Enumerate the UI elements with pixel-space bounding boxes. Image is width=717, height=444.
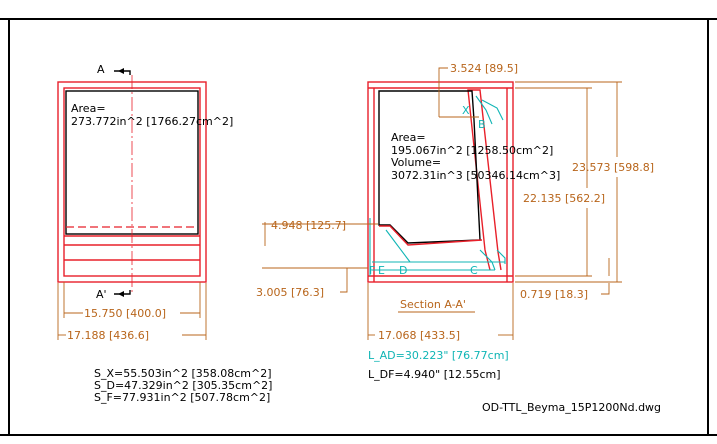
dim-outer-height: 23.573 [598.8] — [572, 161, 654, 174]
area-s-x: S_X=55.503in^2 [358.08cm^2] — [94, 367, 272, 380]
section-area-value: 195.067in^2 [1258.50cm^2] — [391, 144, 553, 157]
label-d: D — [399, 264, 407, 277]
label-f: F — [369, 264, 375, 277]
label-b: B — [478, 118, 486, 131]
dim-top: 3.524 [89.5] — [450, 62, 518, 75]
file-name: OD-TTL_Beyma_15P1200Nd.dwg — [482, 401, 661, 414]
front-area-value: 273.772in^2 [1766.27cm^2] — [71, 115, 233, 128]
label-x: X — [462, 104, 470, 117]
section-mark-bottom: A' — [96, 288, 107, 301]
section-dimensions — [262, 67, 622, 340]
dim-section-width: 17.068 [433.5] — [378, 329, 460, 342]
section-volume-value: 3072.31in^3 [50346.14cm^3] — [391, 169, 560, 182]
drawing-frame — [0, 18, 717, 436]
label-e: E — [378, 264, 385, 277]
dim-port-upper: 4.948 [125.7] — [271, 219, 346, 232]
front-outer-width: 17.188 [436.6] — [67, 329, 149, 342]
dim-port-lower: 3.005 [76.3] — [256, 286, 324, 299]
label-c: C — [470, 264, 478, 277]
front-width-dimensions — [57, 282, 207, 340]
front-area-label: Area= — [71, 102, 106, 115]
area-s-f: S_F=77.931in^2 [507.78cm^2] — [94, 391, 270, 404]
section-volume-label: Volume= — [391, 156, 441, 169]
path-length-ad: L_AD=30.223" [76.77cm] — [368, 349, 509, 362]
path-length-df: L_DF=4.940" [12.55cm] — [368, 368, 501, 381]
section-area-label: Area= — [391, 131, 426, 144]
section-title: Section A-A' — [400, 298, 466, 311]
front-view — [57, 68, 207, 297]
dim-bottom-right: 0.719 [18.3] — [520, 288, 588, 301]
area-s-d: S_D=47.329in^2 [305.35cm^2] — [94, 379, 272, 392]
dim-inner-height: 22.135 [562.2] — [523, 192, 605, 205]
section-view — [367, 81, 514, 283]
front-inner-width: 15.750 [400.0] — [84, 307, 166, 320]
section-mark-top: A — [97, 63, 105, 76]
